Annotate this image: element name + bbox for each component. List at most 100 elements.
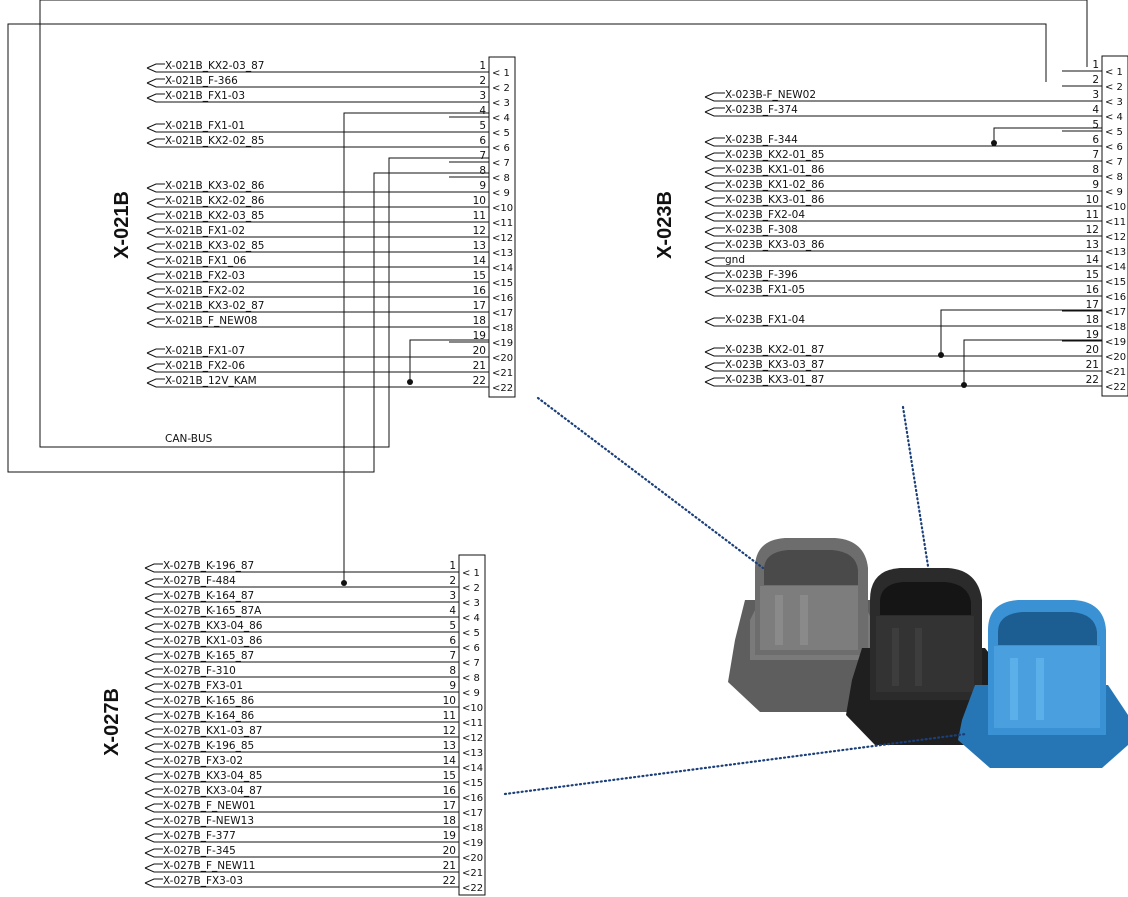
wire-terminal-marker [144, 803, 163, 813]
pin-side-label: <16 [462, 793, 483, 804]
wire-label: X-027B_F-345 [163, 845, 236, 857]
pin-side-label: <20 [1105, 352, 1126, 363]
pin-number: 16 [473, 285, 487, 297]
junction-dot [341, 580, 347, 586]
pin-number: 20 [443, 845, 456, 857]
wire-terminal-marker [704, 377, 725, 387]
wire-terminal-marker [704, 257, 725, 267]
wire-terminal-marker [704, 227, 725, 237]
wire-label: X-021B_FX1_06 [165, 255, 247, 267]
pin-side-label: <21 [1105, 367, 1126, 378]
wire-label: X-021B_FX1-01 [165, 120, 245, 132]
pin-side-label: <16 [1105, 292, 1126, 303]
wire-label: X-023B_FX2-04 [725, 209, 805, 221]
wire-label: X-023B_FX1-04 [725, 314, 805, 326]
wire-label: X-027B_KX3-04_87 [163, 785, 262, 797]
leader-line-x023b [901, 405, 930, 568]
junction-dot [961, 382, 967, 388]
pin-number: 3 [1092, 89, 1099, 101]
pin-number: 5 [449, 620, 456, 632]
wire-terminal-marker [146, 123, 165, 133]
pin-side-label: <11 [492, 218, 513, 229]
pin-number: 10 [473, 195, 486, 207]
junction-dot [407, 379, 413, 385]
wire-terminal-marker [146, 288, 165, 298]
wire-label: X-023B_KX2-01_85 [725, 149, 824, 161]
pin-number: 19 [473, 330, 486, 342]
pin-number: 7 [479, 150, 486, 162]
wire-terminal-marker [704, 272, 725, 282]
connector-pin-block [1101, 55, 1128, 397]
pin-number: 10 [443, 695, 456, 707]
wire-terminal-marker [146, 138, 165, 148]
pin-side-label: < 5 [1105, 127, 1123, 138]
wire-terminal-marker [704, 197, 725, 207]
pin-side-label: <13 [462, 748, 483, 759]
wire-label: X-023B_KX3-03_87 [725, 359, 824, 371]
pin-side-label: <21 [462, 868, 483, 879]
pin-number: 19 [1086, 329, 1099, 341]
pin-side-label: <22 [462, 883, 483, 894]
pin-number: 13 [443, 740, 456, 752]
pin-number: 6 [1092, 134, 1099, 146]
wire-label: X-023B_KX1-01_86 [725, 164, 825, 176]
pin-number: 15 [473, 270, 486, 282]
pin-side-label: < 2 [1105, 82, 1123, 93]
pin-side-label: < 2 [492, 83, 510, 94]
wire-label: X-027B_KX1-03_87 [163, 725, 262, 737]
pin-number: 22 [1086, 374, 1099, 386]
pin-side-label: <20 [492, 353, 513, 364]
wire-terminal-marker [144, 578, 163, 588]
wire-terminal-marker [144, 788, 163, 798]
wire-label: X-021B_KX2-03_85 [165, 210, 264, 222]
wire-terminal-marker [704, 152, 725, 162]
pin-side-label: <18 [1105, 322, 1126, 333]
pin-number: 22 [443, 875, 456, 887]
pin-number: 8 [449, 665, 456, 677]
pin-number: 1 [479, 60, 486, 72]
wire-terminal-marker [146, 378, 165, 388]
pin-number: 7 [449, 650, 456, 662]
pin-number: 18 [473, 315, 486, 327]
wire-terminal-marker [144, 848, 163, 858]
wire-label: X-027B_F-377 [163, 830, 236, 842]
wire-terminal-marker [146, 228, 165, 238]
connector-title-x021b: X-021B [111, 191, 133, 259]
leader-line-x021b [536, 396, 765, 570]
wire-terminal-marker [144, 818, 163, 828]
pin-number: 17 [443, 800, 456, 812]
wire-terminal-marker [144, 833, 163, 843]
wire-terminal-marker [704, 182, 725, 192]
wire-x021b-19-jumper [409, 339, 489, 382]
pin-side-label: <15 [492, 278, 513, 289]
wire-label: X-027B_F_NEW01 [163, 800, 255, 812]
wire-label: X-021B_FX2-03 [165, 270, 245, 282]
wire-terminal-marker [146, 348, 165, 358]
wire-terminal-marker [146, 258, 165, 268]
wire-label: X-023B_F-344 [725, 134, 798, 146]
pin-number: 16 [1086, 284, 1100, 296]
pin-number: 9 [449, 680, 456, 692]
pin-number: 9 [479, 180, 486, 192]
wire-terminal-marker [146, 213, 165, 223]
wire-x021b-8-to-bus-right [7, 23, 1047, 473]
junction-dot [938, 352, 944, 358]
wire-terminal-marker [146, 93, 165, 103]
pin-number: 5 [479, 120, 486, 132]
wire-label: X-021B_FX2-02 [165, 285, 245, 297]
pin-side-label: <13 [1105, 247, 1126, 258]
wire-label: X-021B_KX2-03_87 [165, 60, 264, 72]
pin-number: 12 [1086, 224, 1099, 236]
wire-terminal-marker [146, 243, 165, 253]
wire-x021b-7-to-bus-left [39, 0, 1088, 448]
wire-terminal-marker [146, 273, 165, 283]
pin-side-label: < 4 [462, 613, 480, 624]
pin-side-label: <11 [1105, 217, 1126, 228]
pin-side-label: < 3 [462, 598, 480, 609]
wire-terminal-marker [704, 92, 725, 102]
wire-label: X-027B_F-484 [163, 575, 236, 587]
pin-side-label: < 7 [1105, 157, 1123, 168]
pin-number: 12 [443, 725, 456, 737]
pin-number: 7 [1092, 149, 1099, 161]
